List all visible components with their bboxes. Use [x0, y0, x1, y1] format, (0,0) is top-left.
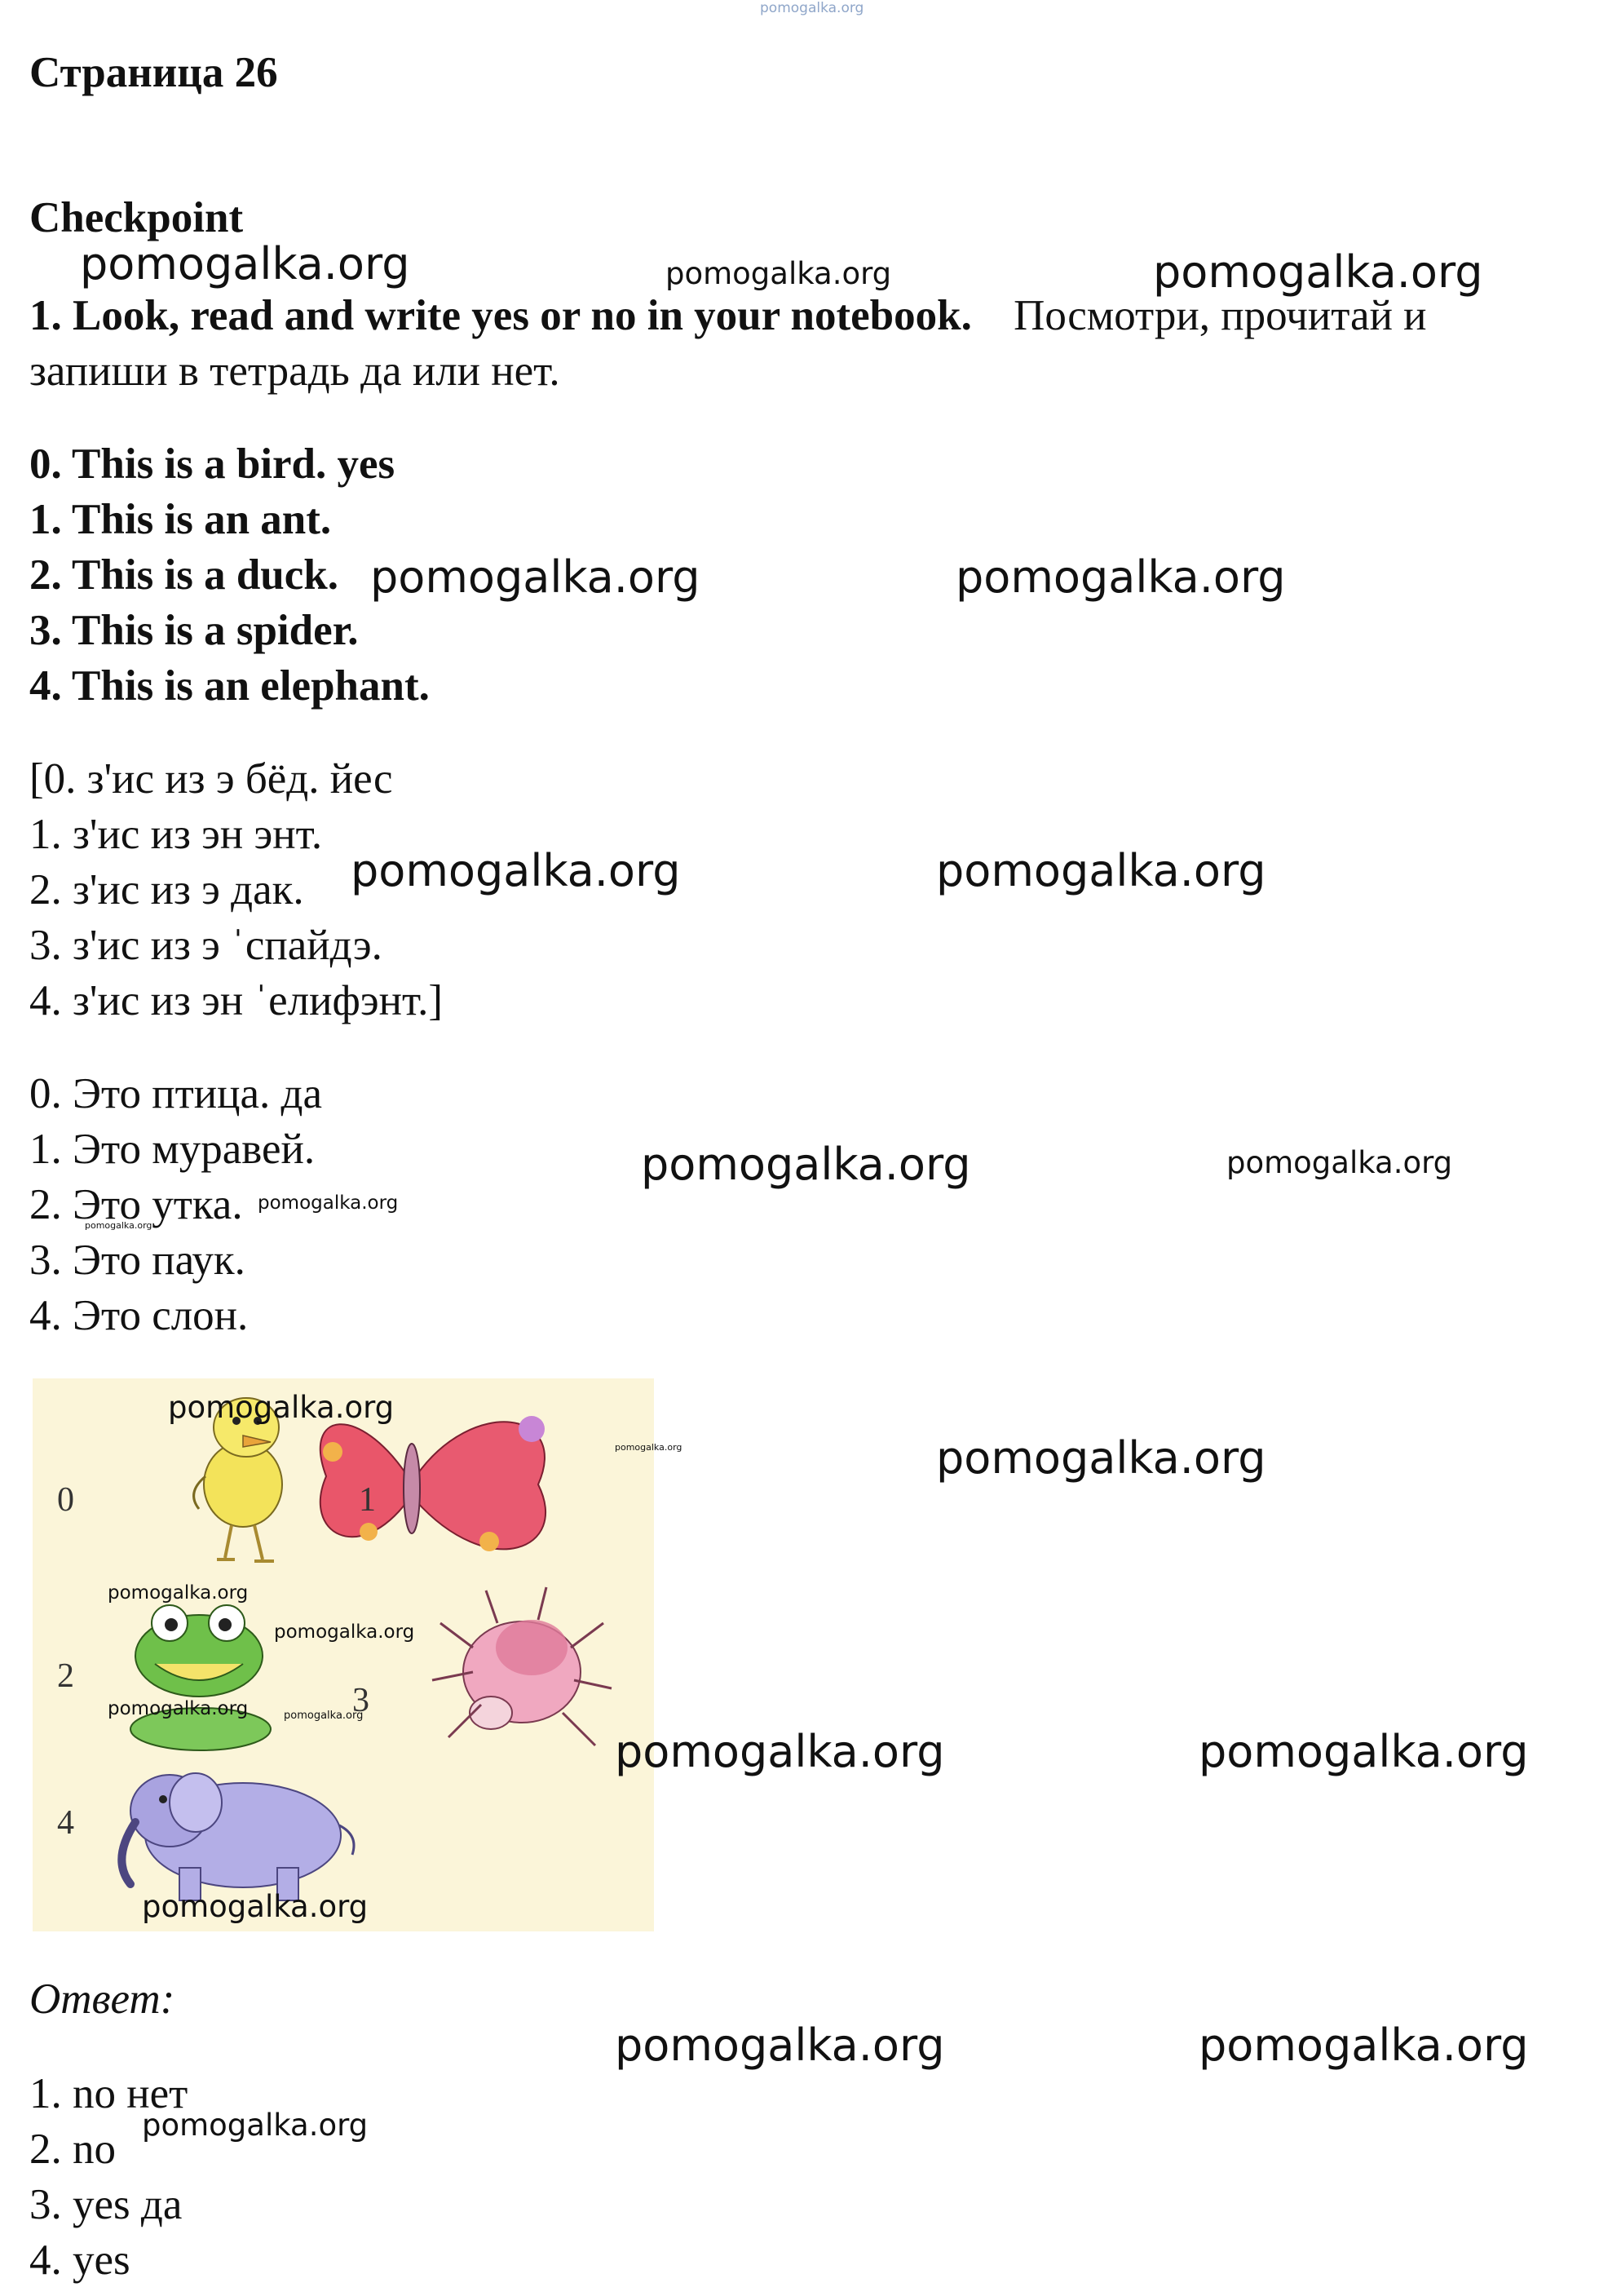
sentence-en: 3. This is a spider. [29, 607, 359, 654]
watermark: pomogalka.org [615, 2020, 945, 2071]
watermark: pomogalka.org [351, 845, 681, 896]
answer-item: 3. yes да [29, 2181, 183, 2228]
watermark: pomogalka.org [1153, 246, 1483, 298]
watermark: pomogalka.org [1226, 1145, 1453, 1180]
watermark: pomogalka.org [1199, 1726, 1529, 1777]
watermark: pomogalka.org [936, 845, 1266, 896]
watermark: pomogalka.org [142, 2108, 369, 2143]
watermark: pomogalka.org [1199, 2020, 1529, 2071]
animals-illustration: 0 1 2 3 4 [33, 1378, 654, 1931]
watermark: pomogalka.org [665, 256, 892, 291]
watermark: pomogalka.org [168, 1390, 395, 1425]
translation-line: 2. Это утка. [29, 1181, 243, 1228]
translation-line: 1. Это муравей. [29, 1126, 316, 1173]
task-instruction: 1. Look, read and write yes or no in you… [29, 289, 1427, 343]
watermark: pomogalka.org [641, 1139, 971, 1190]
answer-item: 2. no [29, 2126, 116, 2173]
translation-line: 4. Это слон. [29, 1292, 249, 1339]
picture-number: 1 [359, 1481, 376, 1519]
watermark: pomogalka.org [108, 1698, 249, 1719]
watermark: pomogalka.org [615, 1442, 682, 1453]
transcription-line: [0. з'ис из э бёд. йес [29, 755, 393, 803]
elephant-illustration [117, 1772, 356, 1901]
watermark: pomogalka.org [284, 1710, 364, 1722]
picture-number: 2 [57, 1657, 74, 1695]
watermark: pomogalka.org [108, 1582, 249, 1604]
answer-item: 1. no нет [29, 2070, 188, 2117]
transcription-line: 3. з'ис из э ˈспайдэ. [29, 922, 382, 969]
picture-number: 0 [57, 1481, 74, 1519]
transcription-line: 2. з'ис из э дак. [29, 866, 304, 914]
watermark: pomogalka.org [956, 551, 1286, 603]
watermark: pomogalka.org [80, 238, 410, 290]
butterfly-illustration [319, 1416, 547, 1551]
transcription-line: 1. з'ис из эн энт. [29, 811, 323, 858]
watermark: pomogalka.org [85, 1220, 152, 1231]
picture-number: 3 [352, 1682, 369, 1719]
translation-line: 3. Это паук. [29, 1236, 245, 1284]
watermark: pomogalka.org [274, 1621, 415, 1643]
watermark: pomogalka.org [760, 0, 864, 16]
answer-label: Ответ: [29, 1975, 175, 2023]
section-title: Checkpoint [29, 194, 244, 241]
transcription-line: 4. з'ис из эн ˈелифэнт.] [29, 977, 444, 1024]
frog-illustration [130, 1604, 272, 1751]
instruction-ru-continued: запиши в тетрадь да или нет. [29, 347, 560, 395]
animals-drawing: 0 1 2 3 4 [57, 1397, 612, 1901]
instruction-en: 1. Look, read and write yes or no in you… [29, 292, 972, 339]
page-title: Страница 26 [29, 49, 278, 96]
picture-number: 4 [57, 1804, 74, 1842]
watermark: pomogalka.org [936, 1432, 1266, 1484]
answer-item: 4. yes [29, 2236, 130, 2284]
sentence-en: 0. This is a bird. yes [29, 440, 395, 488]
translation-line: 0. Это птица. да [29, 1070, 322, 1117]
watermark: pomogalka.org [142, 1889, 369, 1924]
sentence-en: 2. This is a duck. [29, 551, 339, 599]
watermark: pomogalka.org [370, 551, 700, 603]
spider-illustration [431, 1586, 612, 1747]
watermark: pomogalka.org [615, 1726, 945, 1777]
instruction-ru: Посмотри, прочитай и [1014, 292, 1427, 339]
watermark: pomogalka.org [258, 1192, 399, 1214]
sentence-en: 4. This is an elephant. [29, 662, 430, 710]
bird-illustration [192, 1397, 283, 1563]
sentence-en: 1. This is an ant. [29, 496, 332, 543]
